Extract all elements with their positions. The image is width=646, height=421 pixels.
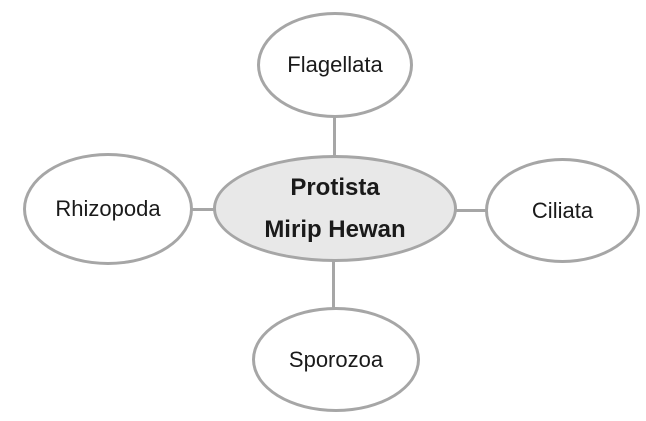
connector-center-to-flagellata <box>333 115 336 160</box>
node-rhizopoda-label: Rhizopoda <box>55 196 161 221</box>
node-rhizopoda: Rhizopoda <box>23 153 193 265</box>
connector-center-to-ciliata <box>454 209 488 212</box>
connector-center-to-sporozoa <box>332 258 335 310</box>
connector-center-to-rhizopoda <box>190 208 216 211</box>
center-label-line1: Protista <box>290 173 380 201</box>
node-flagellata-label: Flagellata <box>287 52 383 77</box>
node-flagellata: Flagellata <box>257 12 413 118</box>
node-protista-center: Protista Mirip Hewan <box>213 155 457 262</box>
node-sporozoa-label: Sporozoa <box>288 346 384 372</box>
center-label-line2: Mirip Hewan <box>264 215 406 243</box>
node-sporozoa: Sporozoa <box>252 307 420 412</box>
node-ciliata: Ciliata <box>485 158 640 263</box>
node-ciliata-label: Ciliata <box>531 197 594 223</box>
